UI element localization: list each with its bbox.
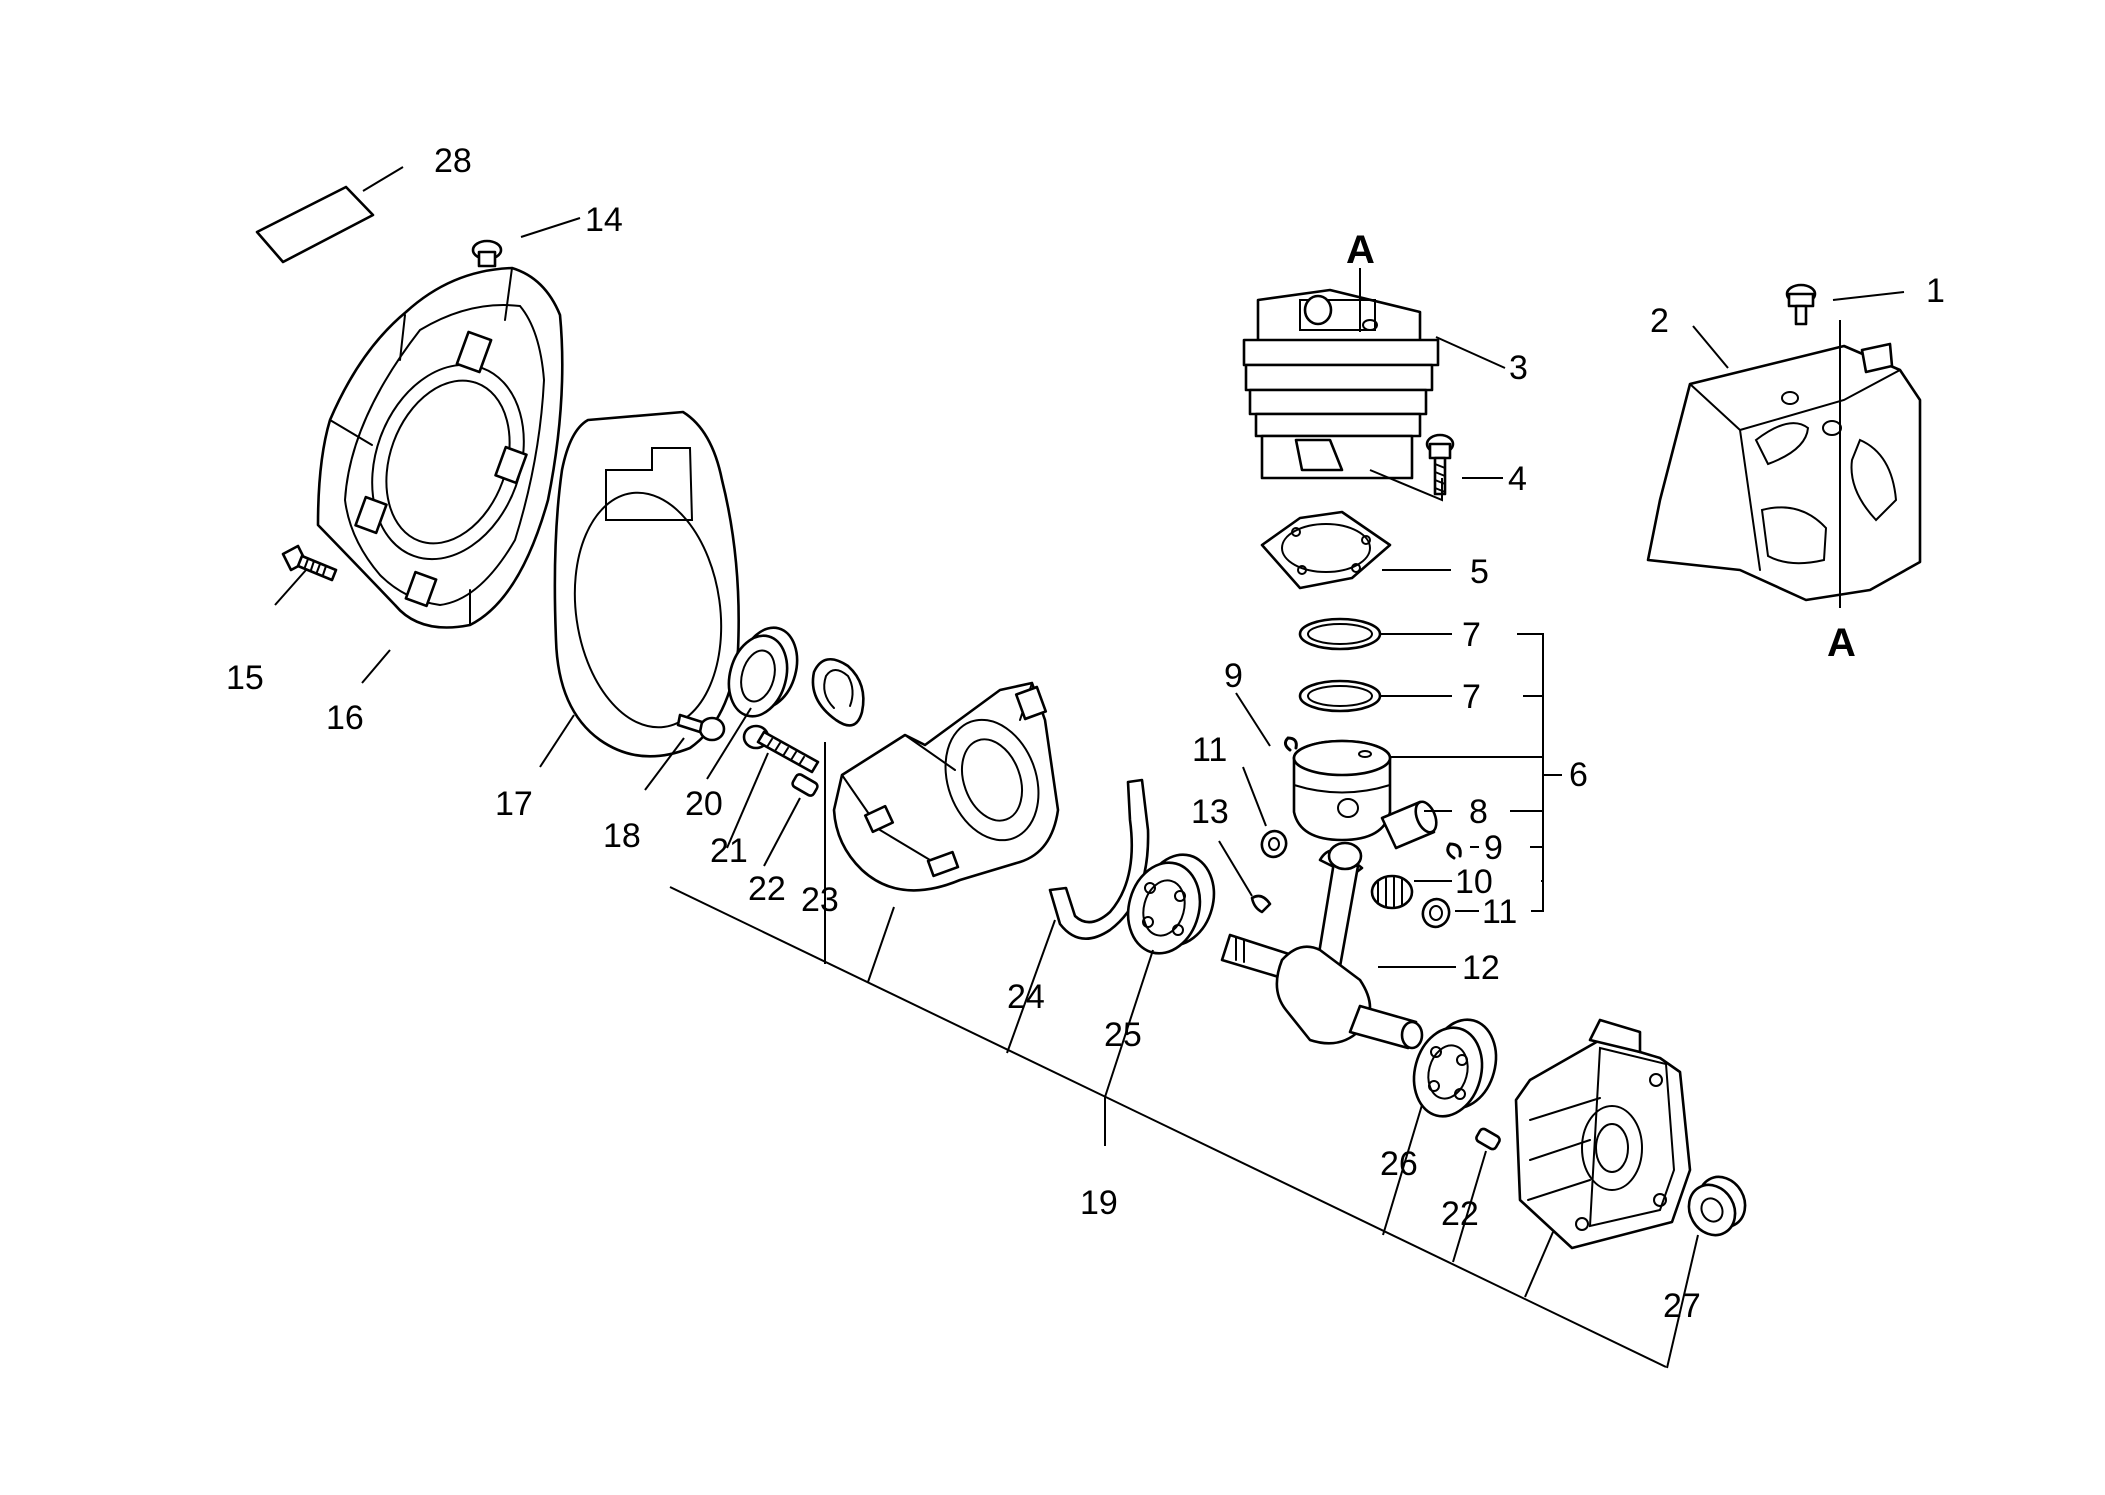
callout-15: 15 [226,659,264,697]
part-7-piston-ring-upper [1298,617,1382,651]
callout-23: 23 [801,881,839,919]
part-11-thrust-washer [1421,897,1451,929]
part-17-gasket [553,410,740,758]
callout-7-upper: 7 [1462,616,1481,654]
callout-19: 19 [1080,1184,1118,1222]
part-6-piston [1292,739,1392,842]
reference-mark-a-cover: A [1827,621,1856,665]
part-1-bolt [1785,283,1817,326]
callout-28: 28 [434,142,472,180]
callout-4: 4 [1508,460,1527,498]
part-14-grommet [471,239,503,268]
part-9-circlip [1446,842,1462,860]
callout-24: 24 [1007,978,1045,1016]
part-23-crankcase [832,681,1060,892]
part-18-screw [676,713,726,742]
part-21-bolt [742,724,820,774]
part-28-label-sticker [255,185,375,264]
callout-3: 3 [1509,349,1528,387]
part-snap-ring [811,658,865,727]
callout-1: 1 [1926,272,1945,310]
part-4-bolt [1425,433,1455,496]
callout-7-lower: 7 [1462,678,1481,716]
callout-14: 14 [585,201,623,239]
callout-10: 10 [1455,863,1493,901]
part-25-bearing [1126,853,1216,955]
leader-lines [274,166,1905,1369]
callout-11-left: 11 [1192,731,1227,769]
part-3-cylinder [1242,288,1440,480]
part-crankcase-right [1514,1018,1692,1250]
callout-18: 18 [603,817,641,855]
callout-17: 17 [495,785,533,823]
callout-22-left: 22 [748,870,786,908]
part-20-oil-seal [727,626,799,718]
part-10-needle-bearing [1370,874,1414,910]
part-13-woodruff-key [1250,894,1272,914]
part-15-bolt [281,544,338,582]
part-16-fan-housing [316,266,564,629]
callout-12: 12 [1462,949,1500,987]
part-26-bearing [1412,1018,1498,1118]
part-11-thrust-washer [1260,829,1288,859]
part-8-piston-pin [1380,800,1438,850]
callout-16: 16 [326,699,364,737]
part-9-circlip [1283,736,1298,752]
part-7-piston-ring-lower [1298,679,1382,713]
callout-21: 21 [710,832,748,870]
callout-11-right: 11 [1482,893,1517,931]
callout-labels: 28 14 1 2 3 4 5 7 7 6 8 9 10 11 12 9 11 … [226,142,1945,1233]
part-5-cylinder-gasket [1260,510,1392,590]
callout-22-right: 22 [1441,1195,1479,1233]
part-22-dowel-pin [1475,1127,1501,1151]
callout-8: 8 [1469,793,1488,831]
callout-13: 13 [1191,793,1229,831]
reference-mark-a-cylinder: A [1346,228,1375,272]
callout-26: 26 [1380,1145,1418,1183]
callout-6: 6 [1569,756,1588,794]
callout-2: 2 [1650,302,1669,340]
callout-25: 25 [1104,1016,1142,1054]
part-27-oil-seal [1687,1175,1747,1237]
callout-20: 20 [685,785,723,823]
reference-marks: A A [1346,228,1856,665]
part-2-cylinder-cover [1646,342,1922,602]
part-22-dowel-pin [791,773,819,797]
callout-9-right: 9 [1484,829,1503,867]
callout-9-left: 9 [1224,657,1243,695]
callout-5: 5 [1470,553,1489,591]
callout-27-label-visible: 27 [1663,1287,1701,1325]
part-12-crankshaft [1220,841,1424,1050]
